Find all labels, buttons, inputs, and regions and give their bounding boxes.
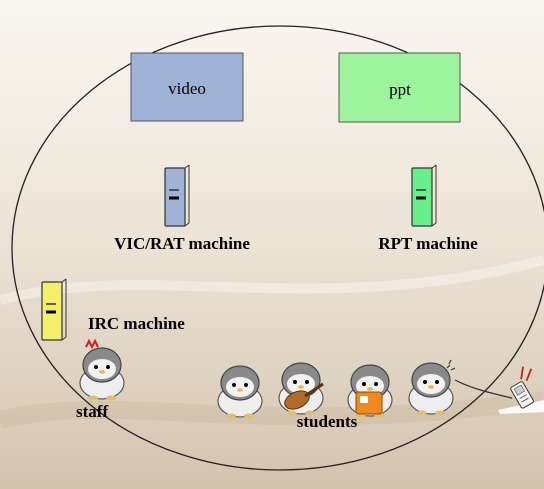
staff-label: staff <box>76 402 108 421</box>
ppt-box <box>338 52 461 123</box>
ppt-label: ppt <box>389 80 411 99</box>
student-penguin-icon <box>217 365 263 420</box>
background-swoosh-light <box>0 255 544 305</box>
rpt-machine-label: RPT machine <box>378 234 478 253</box>
irc-computer-icon <box>40 277 68 342</box>
rpt-computer-icon <box>410 163 438 228</box>
video-label: video <box>168 79 206 98</box>
irc-machine-label: IRC machine <box>88 314 185 333</box>
student-penguin-book-icon <box>347 364 393 419</box>
student-penguin-guitar-icon <box>278 362 324 417</box>
students-label: students <box>297 412 358 431</box>
video-box <box>130 52 244 122</box>
device-wire <box>454 379 513 399</box>
lecture-room-ellipse <box>11 25 544 471</box>
vic-rat-machine-label: VIC/RAT machine <box>114 234 250 253</box>
student-penguin-phone-icon <box>408 359 456 417</box>
handheld-device-icon <box>510 366 534 409</box>
staff-penguin-icon <box>79 338 125 402</box>
vic-rat-computer-icon <box>163 163 191 228</box>
